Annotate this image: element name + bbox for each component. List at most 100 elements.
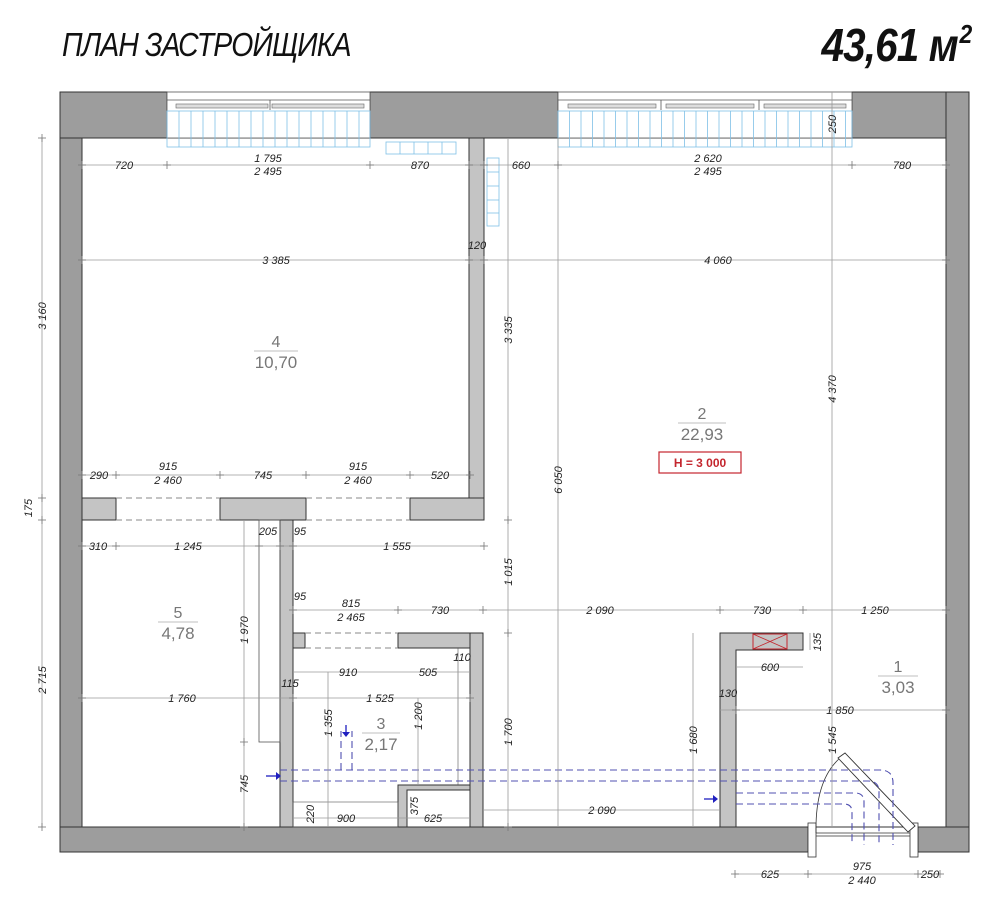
room-area: 3,03 bbox=[881, 678, 914, 697]
dim-label: 2 460 bbox=[343, 475, 372, 487]
dim-label: 1 015 bbox=[503, 557, 515, 585]
radiator-small-horizontal bbox=[385, 141, 457, 155]
bath-floor-line bbox=[292, 801, 399, 828]
doorway-openings bbox=[116, 497, 410, 649]
dim-label: 375 bbox=[409, 796, 421, 815]
dim-label: 915 bbox=[349, 461, 368, 473]
inner-walls bbox=[81, 137, 804, 828]
dim-label: 815 bbox=[342, 598, 361, 610]
wall-bath-top-a bbox=[292, 632, 306, 649]
total-area-unit-sup: 2 bbox=[959, 19, 972, 49]
dim-label: 720 bbox=[115, 160, 134, 172]
dim-label: 135 bbox=[812, 632, 824, 651]
room-number: 1 bbox=[894, 659, 903, 676]
dim-label: 120 bbox=[468, 240, 487, 252]
dim-label: 3 385 bbox=[262, 255, 290, 267]
dim-label: 95 bbox=[294, 526, 307, 538]
dim-label: 600 bbox=[761, 662, 780, 674]
dim-label: 130 bbox=[719, 688, 738, 700]
dim-label: 870 bbox=[411, 160, 430, 172]
dim-label: 205 bbox=[258, 526, 278, 538]
dim-label: 625 bbox=[424, 813, 443, 825]
total-area: 43,61 м2 bbox=[821, 18, 972, 72]
dim-label: 115 bbox=[281, 678, 299, 690]
dim-label: 95 bbox=[294, 591, 307, 603]
dim-label: 1 545 bbox=[827, 725, 839, 753]
wall-right bbox=[945, 91, 970, 853]
dim-label: 110 bbox=[453, 652, 471, 664]
dim-label: 2 460 bbox=[153, 475, 182, 487]
dimension-labels: 720 1 795 2 495 870 660 2 620 2 495 780 … bbox=[23, 114, 940, 887]
dim-label: 1 525 bbox=[366, 693, 394, 705]
entrance-door bbox=[807, 752, 919, 858]
room-number: 3 bbox=[377, 716, 386, 733]
window-right bbox=[557, 91, 853, 139]
wall-room4-bottom-a bbox=[81, 497, 117, 521]
room-area: 4,78 bbox=[161, 624, 194, 643]
wall-room4-bottom-c bbox=[409, 497, 485, 521]
wall-top-left bbox=[59, 91, 168, 139]
room-1-label: 1 3,03 bbox=[878, 659, 918, 697]
dim-label: 2 090 bbox=[587, 805, 616, 817]
dim-label: 730 bbox=[753, 605, 772, 617]
dim-label: 975 bbox=[853, 861, 872, 873]
dim-label: 1 555 bbox=[383, 541, 411, 553]
room-number: 4 bbox=[272, 334, 281, 351]
dim-label: 900 bbox=[337, 813, 356, 825]
dim-label: 2 465 bbox=[336, 612, 365, 624]
outer-walls bbox=[59, 91, 970, 853]
ceiling-height-box bbox=[658, 451, 742, 474]
wall-bottom-right bbox=[917, 826, 970, 853]
radiator-left bbox=[166, 110, 371, 148]
dim-label: 2 495 bbox=[693, 166, 722, 178]
dim-label: 2 440 bbox=[847, 875, 876, 887]
dim-label: 520 bbox=[431, 470, 450, 482]
dim-label: 625 bbox=[761, 869, 780, 881]
bath-shaft-wall bbox=[397, 784, 471, 828]
room-4-label: 4 10,70 bbox=[254, 334, 298, 372]
dim-label: 1 245 bbox=[174, 541, 202, 553]
dim-label: 2 495 bbox=[253, 166, 282, 178]
dim-label: 1 680 bbox=[688, 725, 700, 753]
ventilation-duct-icon bbox=[752, 633, 788, 650]
room-number: 5 bbox=[174, 605, 183, 622]
dim-label: 910 bbox=[339, 667, 358, 679]
dim-label: 730 bbox=[431, 605, 450, 617]
wall-top-middle bbox=[369, 91, 559, 139]
dim-label: 1 970 bbox=[239, 615, 251, 643]
utility-pipes bbox=[266, 725, 894, 845]
dim-label: 1 760 bbox=[168, 693, 196, 705]
total-area-value: 43,61 м bbox=[821, 19, 958, 71]
wall-room4-bottom-b bbox=[219, 497, 307, 521]
radiator-small-vertical bbox=[486, 157, 500, 227]
dim-label: 175 bbox=[23, 498, 35, 517]
wall-hall bbox=[719, 632, 804, 828]
room-area: 10,70 bbox=[255, 353, 298, 372]
window-left bbox=[166, 91, 371, 139]
dim-label: 250 bbox=[920, 869, 940, 881]
dim-label: 1 355 bbox=[323, 708, 335, 736]
room-2-label: 2 22,93 H = 3 000 bbox=[658, 406, 742, 474]
wall-bottom-left bbox=[59, 826, 809, 853]
dim-label: 745 bbox=[239, 774, 251, 793]
dim-label: 745 bbox=[254, 470, 273, 482]
dim-label: 290 bbox=[89, 470, 109, 482]
room-area: 22,93 bbox=[681, 425, 724, 444]
dim-label: 4 370 bbox=[827, 374, 839, 402]
dim-label: 2 090 bbox=[585, 605, 614, 617]
dim-label: 1 250 bbox=[861, 605, 889, 617]
dim-label: 1 795 bbox=[254, 153, 282, 165]
wall-room4-room2 bbox=[468, 137, 485, 521]
dim-label: 1 850 bbox=[826, 705, 854, 717]
room-3-label: 3 2,17 bbox=[362, 716, 400, 754]
dim-label: 4 060 bbox=[704, 255, 732, 267]
dim-label: 3 160 bbox=[37, 301, 49, 329]
dim-label: 3 335 bbox=[503, 315, 515, 343]
dim-label: 915 bbox=[159, 461, 178, 473]
dim-label: 310 bbox=[89, 541, 108, 553]
dim-label: 2 715 bbox=[37, 665, 49, 694]
wall-left bbox=[59, 91, 83, 853]
dim-label: 1 700 bbox=[503, 717, 515, 745]
room-5-label: 5 4,78 bbox=[158, 605, 198, 643]
